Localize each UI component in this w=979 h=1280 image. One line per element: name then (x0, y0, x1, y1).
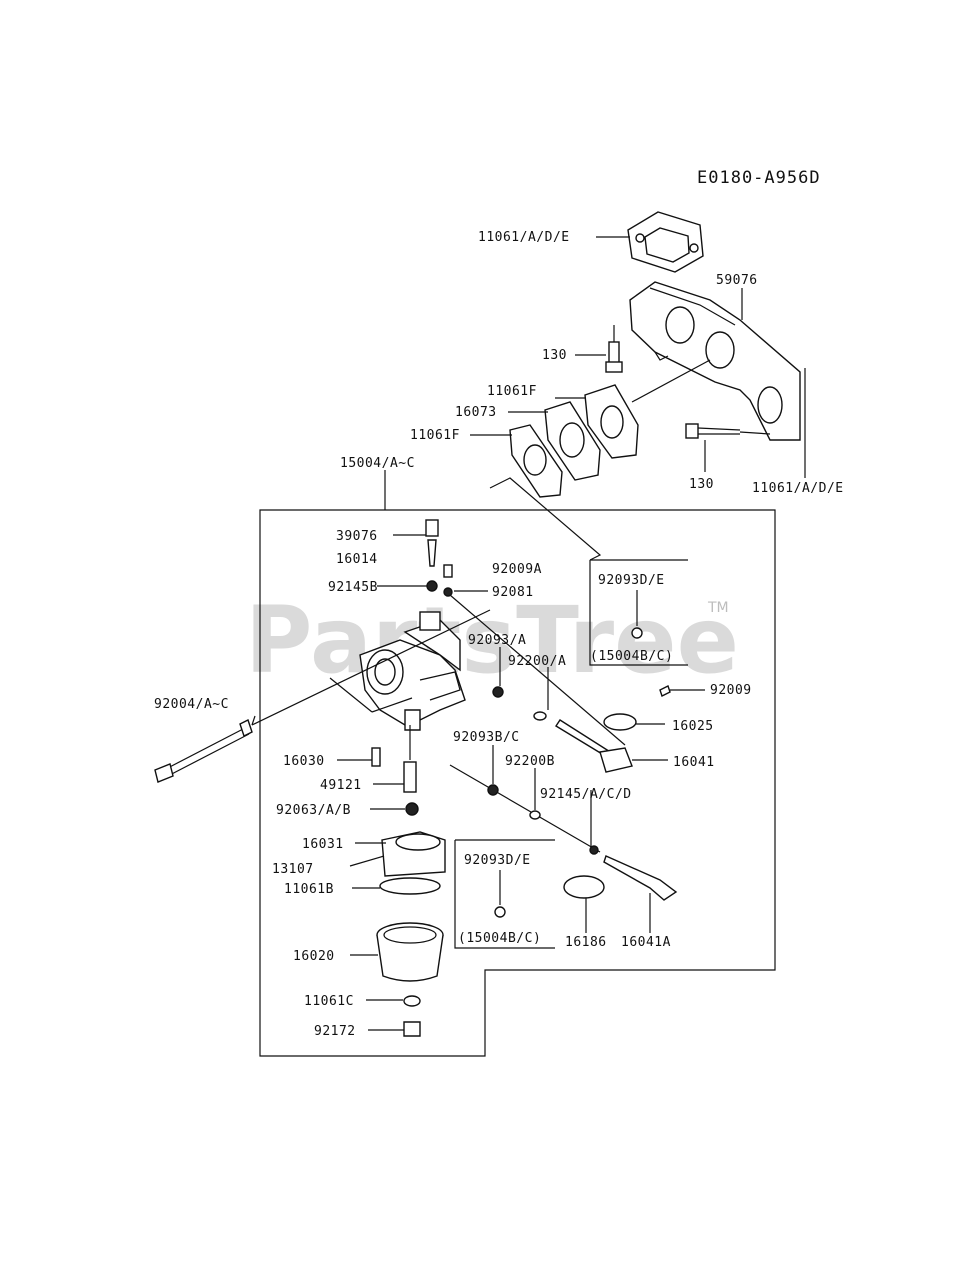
label-39076: 39076 (336, 529, 378, 544)
label-11061ADE-top: 11061/A/D/E (478, 230, 570, 245)
bolt-130-lower (685, 423, 771, 439)
label-11061ADE-side: 11061/A/D/E (752, 481, 844, 496)
watermark-text: PartsTree (245, 587, 739, 694)
screw-92004 (154, 719, 253, 783)
part-16186 (563, 875, 605, 899)
label-11061B: 11061B (284, 882, 334, 897)
watermark-tm: TM (707, 600, 729, 616)
label-16014: 16014 (336, 552, 378, 567)
inset-upper-note: (15004B/C) (590, 649, 673, 664)
part-92200A (533, 711, 547, 721)
label-16041: 16041 (673, 755, 715, 770)
label-16041A: 16041A (621, 935, 671, 950)
label-16031: 16031 (302, 837, 344, 852)
assembly-line (631, 359, 711, 403)
part-92009A (443, 564, 453, 578)
label-130-lower: 130 (689, 477, 714, 492)
gasket-11061B (379, 877, 441, 895)
float-16031 (381, 831, 446, 877)
intake-manifold (629, 281, 801, 441)
screw-axis (251, 609, 491, 726)
spacer-16073 (544, 401, 601, 481)
inset-upper-part-label: 92093D/E (598, 573, 665, 588)
washer-11061C (403, 995, 421, 1007)
part-49121 (403, 761, 417, 793)
inset-lower-part (494, 906, 506, 918)
label-59076: 59076 (716, 273, 758, 288)
label-11061F-lower: 11061F (410, 428, 460, 443)
label-13107: 13107 (272, 862, 314, 877)
part-92081 (443, 587, 453, 597)
label-92172: 92172 (314, 1024, 356, 1039)
part-92145ACD (589, 845, 599, 855)
label-92081: 92081 (492, 585, 534, 600)
pin-13107 (349, 855, 385, 867)
bowl-16020 (376, 922, 444, 982)
label-92093BC: 92093B/C (453, 730, 520, 745)
part-39076 (425, 519, 439, 537)
label-92200A: 92200/A (508, 654, 566, 669)
assembly-line-2 (489, 477, 602, 561)
part-92145B (426, 580, 438, 592)
inset-lower-frame (454, 839, 555, 949)
part-16030 (371, 747, 381, 767)
part-16041-arm (599, 747, 633, 773)
label-92200B: 92200B (505, 754, 555, 769)
carburetor-body (359, 611, 466, 731)
inset-lower-part-label: 92093D/E (464, 853, 531, 868)
choke-axis (449, 764, 601, 853)
part-16014 (427, 539, 437, 567)
label-16186: 16186 (565, 935, 607, 950)
gasket-11061F-lower (509, 424, 563, 498)
label-11061C: 11061C (304, 994, 354, 1009)
part-16041A (603, 855, 678, 901)
label-49121: 49121 (320, 778, 362, 793)
inset-upper-part (631, 627, 643, 639)
label-16025: 16025 (672, 719, 714, 734)
part-92063 (405, 802, 419, 816)
label-92004: 92004/A~C (154, 697, 229, 712)
part-92093A (492, 686, 504, 698)
label-16020: 16020 (293, 949, 335, 964)
part-92200B (529, 810, 541, 820)
label-92093A: 92093/A (468, 633, 526, 648)
diagram-code: E0180-A956D (697, 168, 821, 188)
label-92009A: 92009A (492, 562, 542, 577)
leader-lines (251, 236, 743, 1031)
label-92145B: 92145B (328, 580, 378, 595)
carburetor-group-outline (259, 509, 776, 1057)
label-15004: 15004/A~C (340, 456, 415, 471)
throttle-axis (449, 594, 626, 746)
carb-leader-2 (371, 697, 413, 713)
gasket-11061F-upper (584, 384, 639, 459)
part-16025 (603, 713, 637, 731)
label-92063: 92063/A/B (276, 803, 351, 818)
label-130-upper: 130 (542, 348, 567, 363)
part-92009 (659, 685, 671, 697)
manifold-gasket-top (627, 211, 704, 273)
label-16030: 16030 (283, 754, 325, 769)
label-92145ACD: 92145/A/C/D (540, 787, 632, 802)
plug-92172 (403, 1021, 421, 1037)
inset-lower-note: (15004B/C) (458, 931, 541, 946)
inset-upper-frame (589, 559, 688, 666)
bolt-130-upper (605, 325, 623, 373)
label-16073: 16073 (455, 405, 497, 420)
label-11061F-upper: 11061F (487, 384, 537, 399)
label-92009: 92009 (710, 683, 752, 698)
part-92093BC (487, 784, 499, 796)
